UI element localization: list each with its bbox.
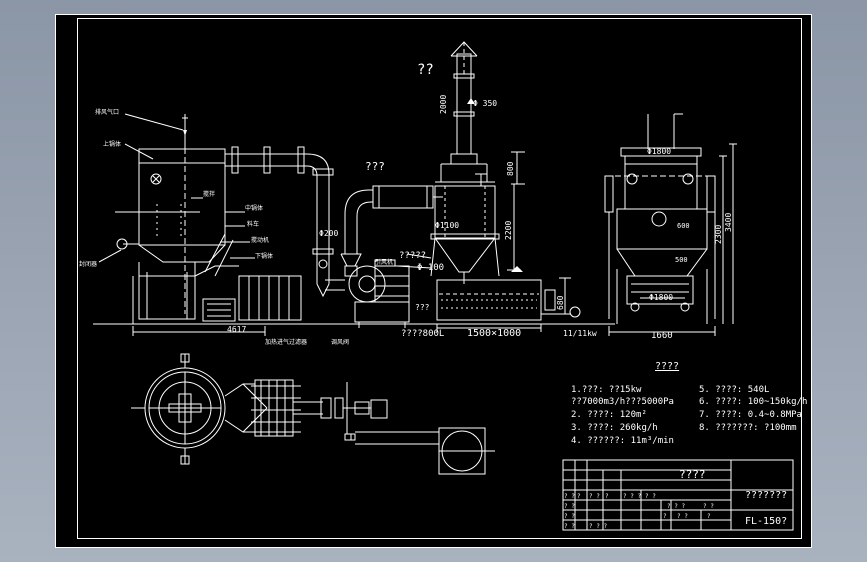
label-b: 中锅体: [245, 204, 263, 212]
label-q5: ?????: [399, 251, 426, 261]
fan-assembly: [325, 185, 443, 328]
specs-title: ????: [655, 361, 679, 372]
spec-2: 2. ????: 120m²: [571, 410, 647, 420]
spec-3: 3. ????: 260kg/h: [571, 423, 658, 433]
tb-r3c4: ?: [707, 513, 711, 520]
dim-4617: 4617: [227, 325, 246, 334]
dim-3400: 3400: [724, 213, 733, 232]
tb-r1c5: ? ? ?: [623, 493, 641, 500]
dim-500: 500: [675, 256, 688, 264]
tb-r1c2: ?: [577, 493, 581, 500]
label-top: ??: [417, 62, 434, 78]
label-fan: ???: [365, 160, 385, 173]
spec-5: 5. ????: 540L: [699, 385, 769, 395]
title-block-grid: [562, 459, 794, 531]
spec-7: 7. ????: 0.4~0.8MPa: [699, 410, 802, 420]
label-d: 搅动机: [251, 236, 269, 244]
tb-r4c1: ? ?: [564, 523, 575, 530]
label-f: 封闭器: [79, 260, 97, 268]
drawing-sheet: ?? 2000 Φ 350 ??? 800 Φ1100 2200 ????? Φ…: [55, 14, 812, 548]
label-q3: ???: [415, 303, 430, 312]
dim-680: 680: [556, 295, 565, 310]
dryer-elevation: [115, 114, 334, 336]
title-drawing-no: FL-150?: [745, 516, 787, 527]
tb-r4c2: ? ? ?: [589, 523, 607, 530]
outer-frame: [55, 14, 812, 548]
label-i: 引风机: [375, 258, 393, 266]
dim-1800: Φ1800: [647, 147, 671, 156]
plan-view: [131, 353, 495, 475]
label-h: 调风阀: [331, 338, 349, 346]
title-name: ????: [679, 468, 706, 481]
spec-8: 8. ???????: ?100mm: [699, 423, 797, 433]
dim-2000: 2000: [439, 95, 448, 114]
tb-r1c4: ?: [605, 493, 609, 500]
spec-6: 6. ????: 100~150kg/h: [699, 397, 807, 407]
dim-1660: 1660: [651, 331, 673, 341]
dim-100: Φ 100: [417, 263, 444, 273]
label-e: 下锅体: [255, 252, 273, 260]
dim-800: 800: [506, 161, 515, 176]
title-company: ???????: [745, 490, 787, 501]
tb-r1c6: ? ?: [645, 493, 656, 500]
inner-frame: [77, 18, 802, 539]
spec-4: 4. ??????: 11m³/min: [571, 436, 674, 446]
spec-1: 1.???: ??15kw: [571, 385, 642, 395]
label-c: 料车: [247, 220, 259, 228]
spec-1b: ??7000m3/h???5000Pa: [571, 397, 674, 407]
cyclone-separator: [396, 41, 581, 332]
dim-350: Φ 350: [473, 99, 497, 108]
label-g: 加热进气过滤器: [265, 338, 307, 346]
dim-200: Φ200: [319, 229, 338, 238]
tb-r3c3: ? ?: [677, 513, 688, 520]
dim-1800-b: Φ1800: [649, 293, 673, 302]
tb-r2c1: ? ?: [564, 503, 575, 510]
tb-r1c3: ? ?: [589, 493, 600, 500]
dim-1100: Φ1100: [435, 221, 459, 230]
dim-2200: 2200: [504, 221, 513, 240]
label-upper: 上锅体: [103, 140, 121, 148]
side-view: [604, 113, 737, 336]
tb-r2c3: ? ?: [703, 503, 714, 510]
tb-r1c1: ? ?: [564, 493, 575, 500]
dim-motor: 11/11kw: [563, 329, 597, 338]
tb-r2c2: ? ? ?: [667, 503, 685, 510]
dim-2300: 2300: [714, 225, 723, 244]
label-tank: ????800L: [401, 329, 444, 339]
tb-r3c2: ?: [663, 513, 667, 520]
label-vent: 排风气口: [95, 108, 119, 116]
tb-r3c1: ? ?: [564, 513, 575, 520]
label-a: 搅拌: [203, 190, 215, 198]
dim-1500: 1500×1000: [467, 328, 521, 339]
cad-drawing: ?? 2000 Φ 350 ??? 800 Φ1100 2200 ????? Φ…: [55, 14, 812, 548]
dim-600: 600: [677, 222, 690, 230]
